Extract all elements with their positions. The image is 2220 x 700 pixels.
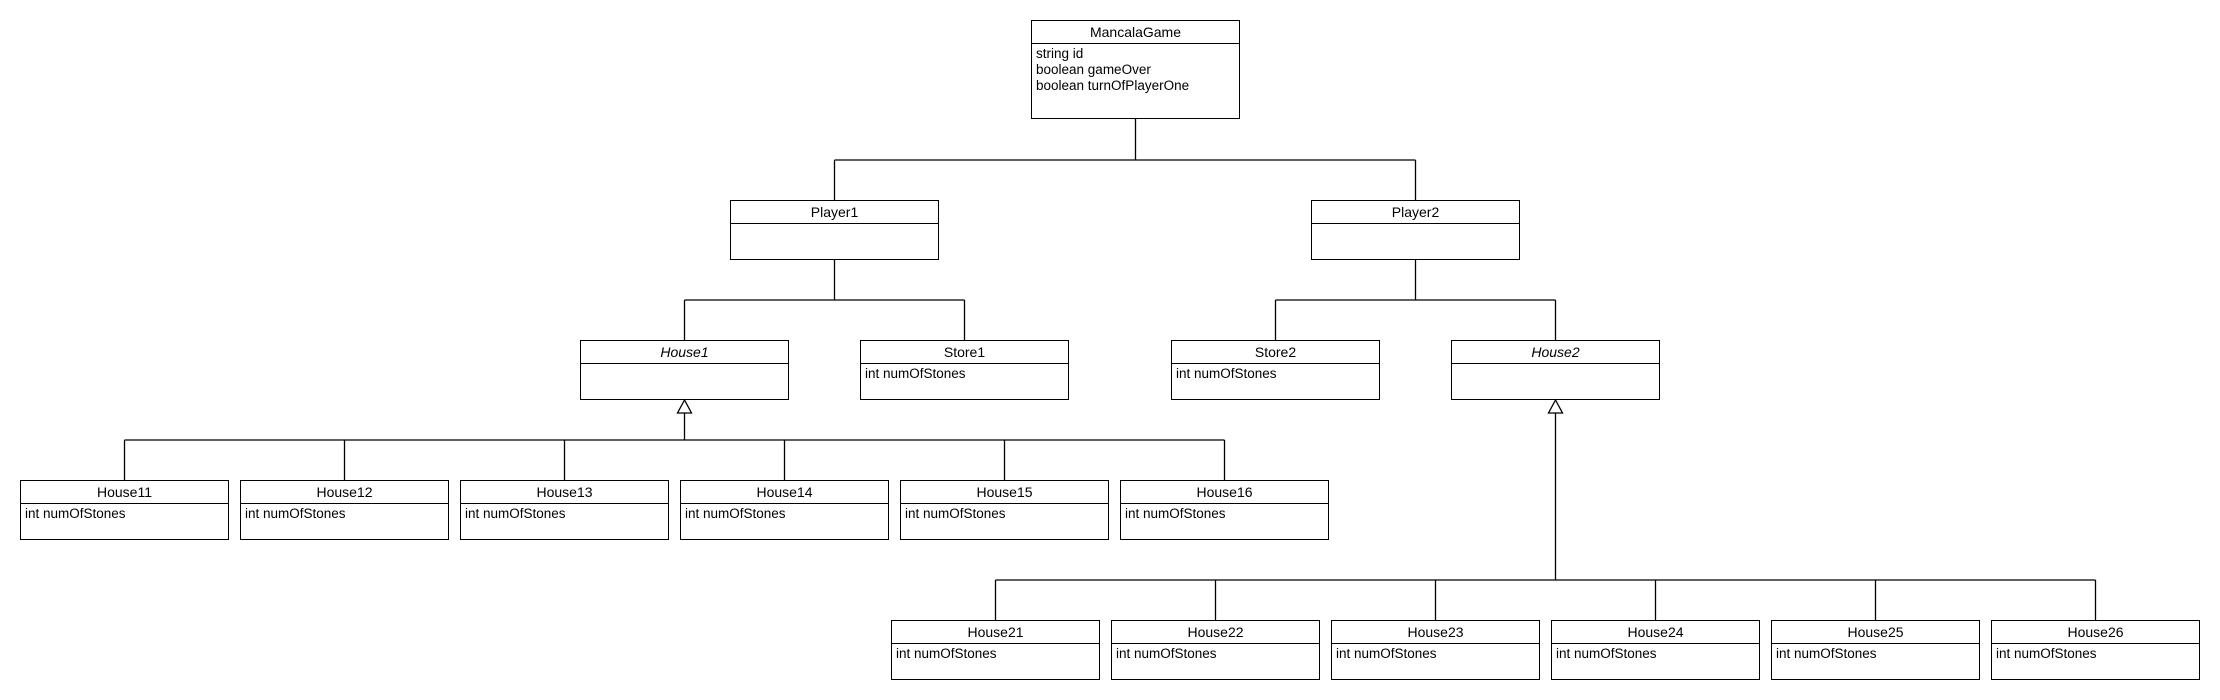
attribute: string id xyxy=(1036,46,1084,61)
class-attributes xyxy=(1312,224,1519,228)
class-store1: Store1 int numOfStones xyxy=(860,340,1069,400)
class-name: House1 xyxy=(581,341,788,364)
class-name: House13 xyxy=(461,481,668,504)
generalization-arrowhead xyxy=(1547,398,1564,414)
class-attributes: int numOfStones xyxy=(1172,364,1379,384)
class-attributes xyxy=(731,224,938,228)
class-house26: House26 int numOfStones xyxy=(1991,620,2200,680)
attribute: int numOfStones xyxy=(465,506,566,521)
attribute: int numOfStones xyxy=(1776,646,1877,661)
class-house21: House21 int numOfStones xyxy=(891,620,1100,680)
class-attributes: int numOfStones xyxy=(1772,644,1979,664)
attribute: int numOfStones xyxy=(245,506,346,521)
class-house13: House13 int numOfStones xyxy=(460,480,669,540)
attribute: int numOfStones xyxy=(1556,646,1657,661)
attribute: int numOfStones xyxy=(25,506,126,521)
attribute: int numOfStones xyxy=(685,506,786,521)
class-name: House23 xyxy=(1332,621,1539,644)
class-house12: House12 int numOfStones xyxy=(240,480,449,540)
attribute: int numOfStones xyxy=(905,506,1006,521)
class-attributes: int numOfStones xyxy=(1121,504,1328,524)
attribute: int numOfStones xyxy=(896,646,997,661)
class-attributes: int numOfStones xyxy=(1552,644,1759,664)
class-attributes: int numOfStones xyxy=(861,364,1068,384)
class-name: Store1 xyxy=(861,341,1068,364)
class-house16: House16 int numOfStones xyxy=(1120,480,1329,540)
attribute: int numOfStones xyxy=(865,366,966,381)
class-attributes: int numOfStones xyxy=(241,504,448,524)
class-name: House22 xyxy=(1112,621,1319,644)
class-name: House25 xyxy=(1772,621,1979,644)
class-player1: Player1 xyxy=(730,200,939,260)
attribute: int numOfStones xyxy=(1125,506,1226,521)
class-house1: House1 xyxy=(580,340,789,400)
attribute: boolean gameOver xyxy=(1036,62,1151,77)
class-house14: House14 int numOfStones xyxy=(680,480,889,540)
class-name: Player2 xyxy=(1312,201,1519,224)
class-name: House24 xyxy=(1552,621,1759,644)
class-attributes xyxy=(581,364,788,368)
class-name: House26 xyxy=(1992,621,2199,644)
class-house24: House24 int numOfStones xyxy=(1551,620,1760,680)
class-attributes: int numOfStones xyxy=(21,504,228,524)
attribute: int numOfStones xyxy=(1996,646,2097,661)
class-name: Player1 xyxy=(731,201,938,224)
class-name: House12 xyxy=(241,481,448,504)
class-house15: House15 int numOfStones xyxy=(900,480,1109,540)
class-house22: House22 int numOfStones xyxy=(1111,620,1320,680)
class-name: MancalaGame xyxy=(1032,21,1239,44)
class-house25: House25 int numOfStones xyxy=(1771,620,1980,680)
class-house23: House23 int numOfStones xyxy=(1331,620,1540,680)
attribute: boolean turnOfPlayerOne xyxy=(1036,78,1190,93)
class-store2: Store2 int numOfStones xyxy=(1171,340,1380,400)
class-name: House21 xyxy=(892,621,1099,644)
attribute: int numOfStones xyxy=(1176,366,1277,381)
generalization-arrowhead xyxy=(676,398,693,414)
class-attributes: int numOfStones xyxy=(1332,644,1539,664)
class-attributes: int numOfStones xyxy=(681,504,888,524)
class-player2: Player2 xyxy=(1311,200,1520,260)
attribute: int numOfStones xyxy=(1116,646,1217,661)
class-attributes xyxy=(1452,364,1659,368)
class-name: House2 xyxy=(1452,341,1659,364)
class-attributes: int numOfStones xyxy=(892,644,1099,664)
class-name: House11 xyxy=(21,481,228,504)
class-house11: House11 int numOfStones xyxy=(20,480,229,540)
class-name: House15 xyxy=(901,481,1108,504)
class-name: Store2 xyxy=(1172,341,1379,364)
class-attributes: int numOfStones xyxy=(1992,644,2199,664)
class-attributes: int numOfStones xyxy=(901,504,1108,524)
class-name: House16 xyxy=(1121,481,1328,504)
class-attributes: int numOfStones xyxy=(1112,644,1319,664)
class-house2: House2 xyxy=(1451,340,1660,400)
attribute: int numOfStones xyxy=(1336,646,1437,661)
class-name: House14 xyxy=(681,481,888,504)
class-attributes: int numOfStones xyxy=(461,504,668,524)
